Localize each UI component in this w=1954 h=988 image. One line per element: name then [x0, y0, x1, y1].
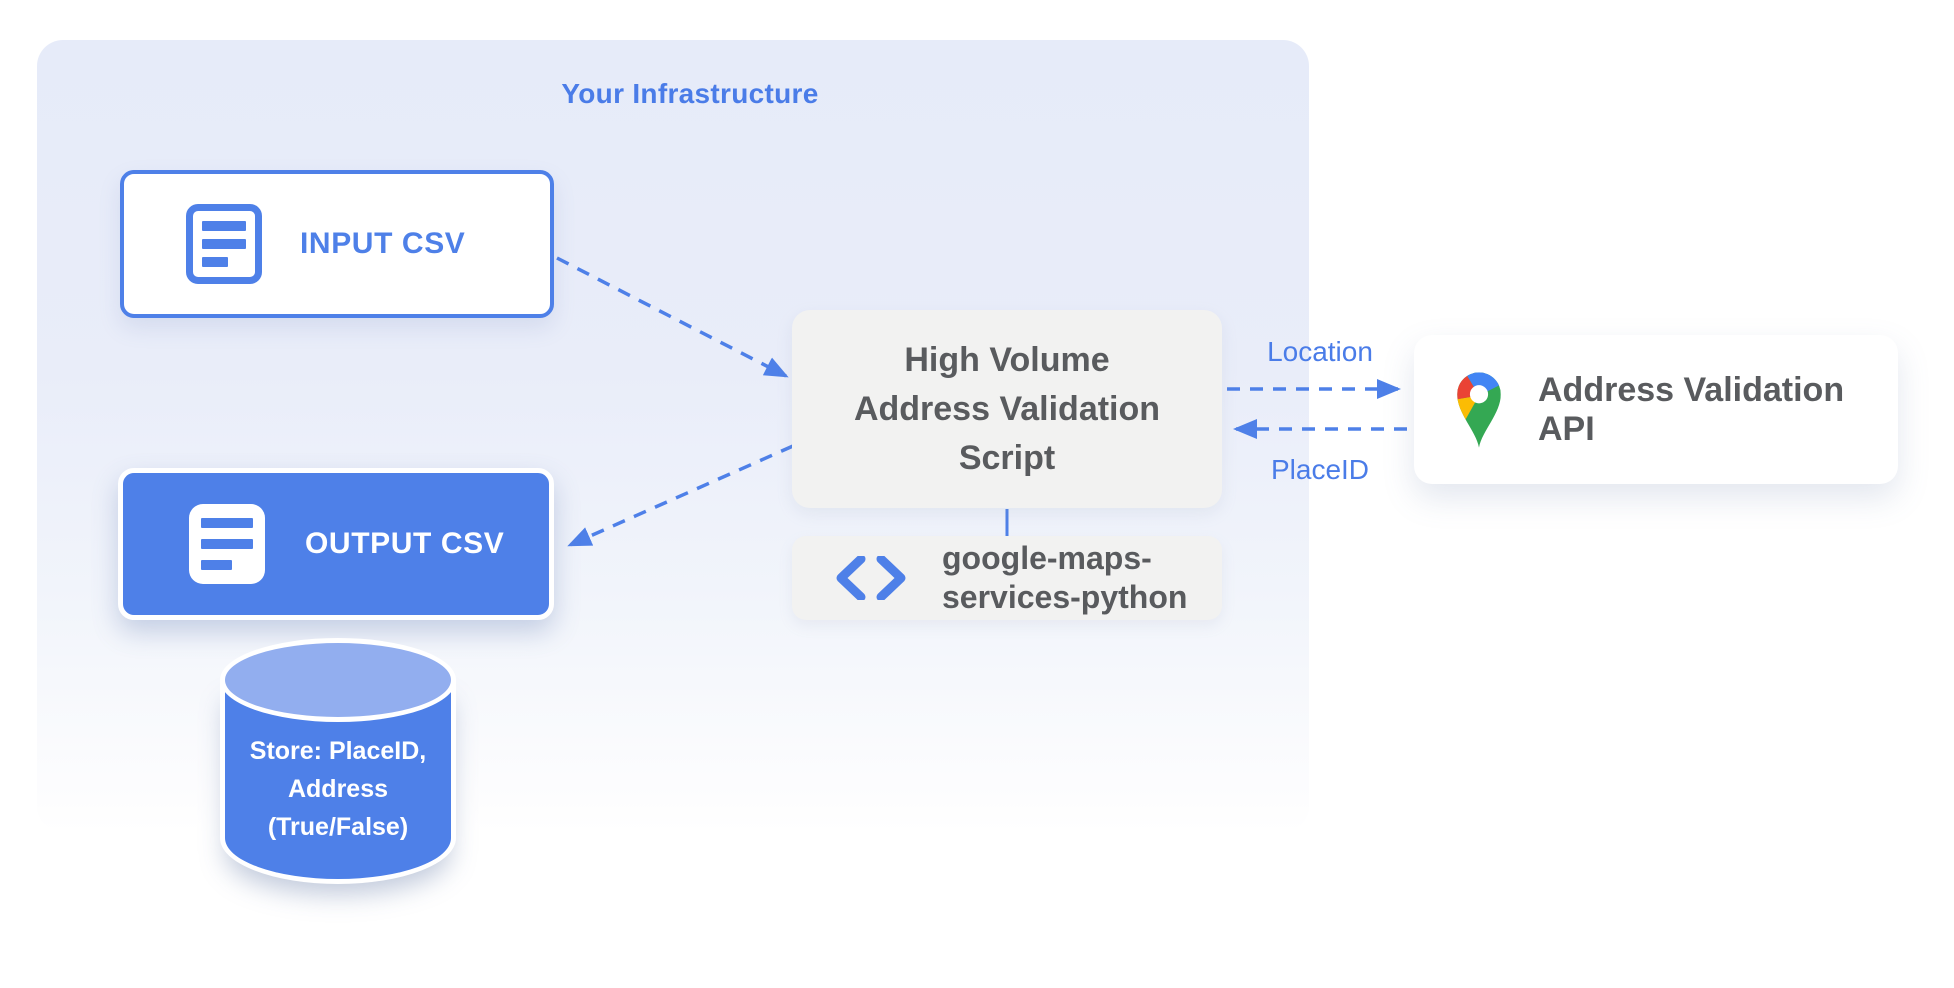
datastore-label-line1: Store: PlaceID, — [249, 737, 427, 765]
panel-title: Your Infrastructure — [561, 78, 819, 109]
script-label-line2: Address Validation — [853, 389, 1161, 428]
script-label-line3: Script — [958, 438, 1056, 477]
output-csv-box: OUTPUT CSV — [118, 468, 554, 620]
document-solid-icon — [189, 504, 265, 584]
datastore-cylinder: Store: PlaceID, Address (True/False) — [220, 638, 456, 888]
datastore-label: Store: PlaceID, Address (True/False) — [220, 732, 456, 846]
library-label-line2: services-python — [942, 579, 1188, 615]
document-outline-icon — [186, 204, 262, 284]
datastore-label-line2: Address — [287, 775, 389, 803]
library-label: google-maps- services-python — [942, 539, 1187, 617]
datastore-cylinder-top — [220, 638, 456, 722]
datastore-label-line3: (True/False) — [267, 813, 409, 841]
library-box: google-maps- services-python — [792, 536, 1222, 620]
input-csv-label: INPUT CSV — [300, 227, 466, 260]
placeid-edge-label: PlaceID — [1270, 454, 1370, 485]
location-edge-label: Location — [1267, 336, 1373, 367]
script-label-line1: High Volume — [904, 340, 1110, 379]
api-label: Address Validation API — [1538, 370, 1845, 448]
google-maps-pin-icon — [1457, 371, 1501, 448]
script-box: High Volume Address Validation Script — [792, 310, 1222, 508]
library-label-line1: google-maps- — [942, 540, 1152, 576]
input-csv-box: INPUT CSV — [120, 170, 554, 318]
api-card: Address Validation API — [1414, 335, 1898, 484]
code-brackets-icon — [836, 556, 906, 600]
output-csv-label: OUTPUT CSV — [305, 527, 505, 560]
